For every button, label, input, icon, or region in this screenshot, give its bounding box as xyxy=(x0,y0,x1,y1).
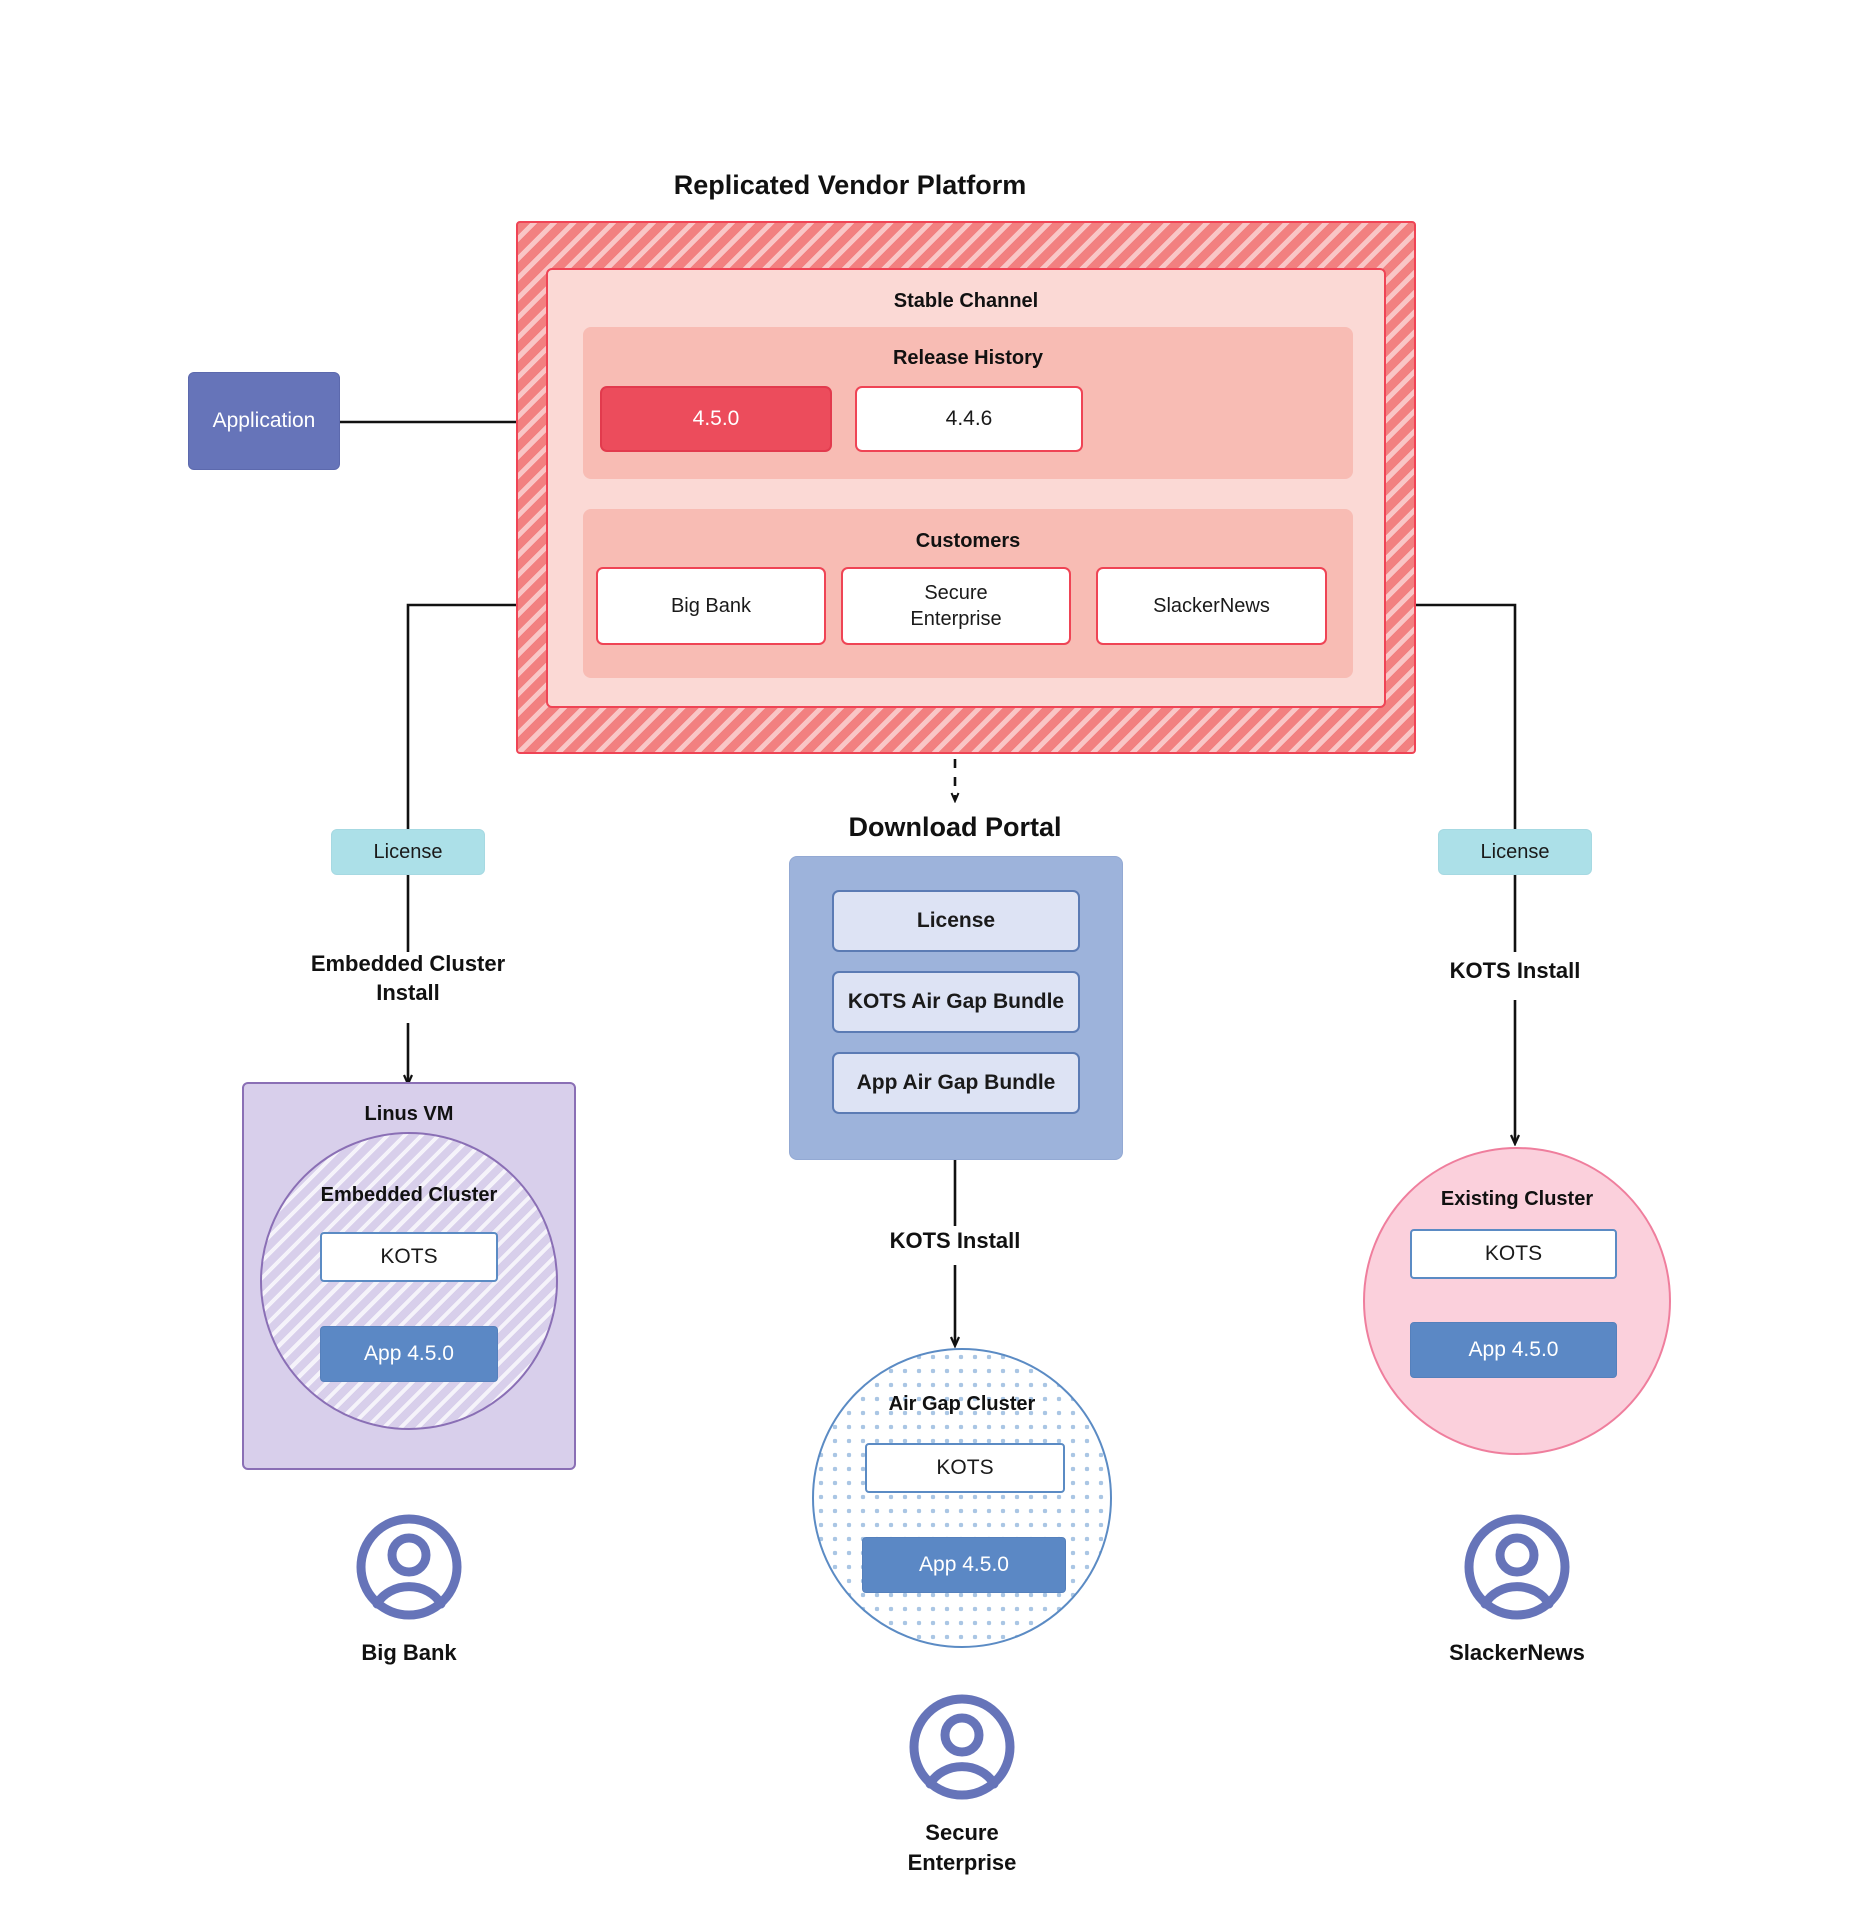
existing-cluster-label: Existing Cluster xyxy=(1440,1187,1594,1210)
stable-channel-title: Stable Channel xyxy=(893,289,1039,312)
application-node[interactable]: Application xyxy=(188,372,340,470)
download-portal-title: Download Portal xyxy=(848,811,1062,842)
center-kots-node[interactable]: KOTS xyxy=(865,1443,1065,1493)
avatar-big-bank xyxy=(354,1512,464,1622)
embedded-cluster-label: Embedded Cluster xyxy=(320,1183,498,1206)
install-label-right: KOTS Install xyxy=(1449,958,1581,983)
release-item-current[interactable]: 4.5.0 xyxy=(600,386,832,452)
customers-title: Customers xyxy=(915,529,1021,552)
left-app-node[interactable]: App 4.5.0 xyxy=(320,1326,498,1382)
right-app-node[interactable]: App 4.5.0 xyxy=(1410,1322,1617,1378)
air-gap-cluster-label: Air Gap Cluster xyxy=(888,1392,1036,1415)
customer-card-big-bank[interactable]: Big Bank xyxy=(596,567,826,645)
avatar-slackernews xyxy=(1462,1512,1572,1622)
vendor-platform-title: Replicated Vendor Platform xyxy=(673,169,1027,200)
customer-card-secure-enterprise[interactable]: Secure Enterprise xyxy=(841,567,1071,645)
portal-item-license[interactable]: License xyxy=(832,890,1080,952)
end-user-label-slackernews: SlackerNews xyxy=(1449,1639,1585,1665)
release-item-previous[interactable]: 4.4.6 xyxy=(855,386,1083,452)
install-label-left: Embedded Cluster Install xyxy=(310,951,506,1005)
air-gap-cluster-circle xyxy=(812,1348,1112,1648)
left-kots-node[interactable]: KOTS xyxy=(320,1232,498,1282)
avatar-secure-enterprise xyxy=(907,1692,1017,1802)
end-user-label-secure-enterprise: Secure Enterprise xyxy=(907,1820,1017,1875)
portal-item-app-air-gap-bundle[interactable]: App Air Gap Bundle xyxy=(832,1052,1080,1114)
end-user-label-big-bank: Big Bank xyxy=(361,1639,457,1665)
center-app-node[interactable]: App 4.5.0 xyxy=(862,1537,1066,1593)
license-node-left[interactable]: License xyxy=(331,829,485,875)
linus-vm-label: Linus VM xyxy=(364,1102,454,1125)
license-node-right[interactable]: License xyxy=(1438,829,1592,875)
install-label-center: KOTS Install xyxy=(889,1228,1021,1253)
existing-cluster-circle xyxy=(1363,1147,1671,1455)
portal-item-kots-air-gap-bundle[interactable]: KOTS Air Gap Bundle xyxy=(832,971,1080,1033)
release-history-title: Release History xyxy=(892,346,1044,369)
right-kots-node[interactable]: KOTS xyxy=(1410,1229,1617,1279)
customer-card-slackernews[interactable]: SlackerNews xyxy=(1096,567,1327,645)
